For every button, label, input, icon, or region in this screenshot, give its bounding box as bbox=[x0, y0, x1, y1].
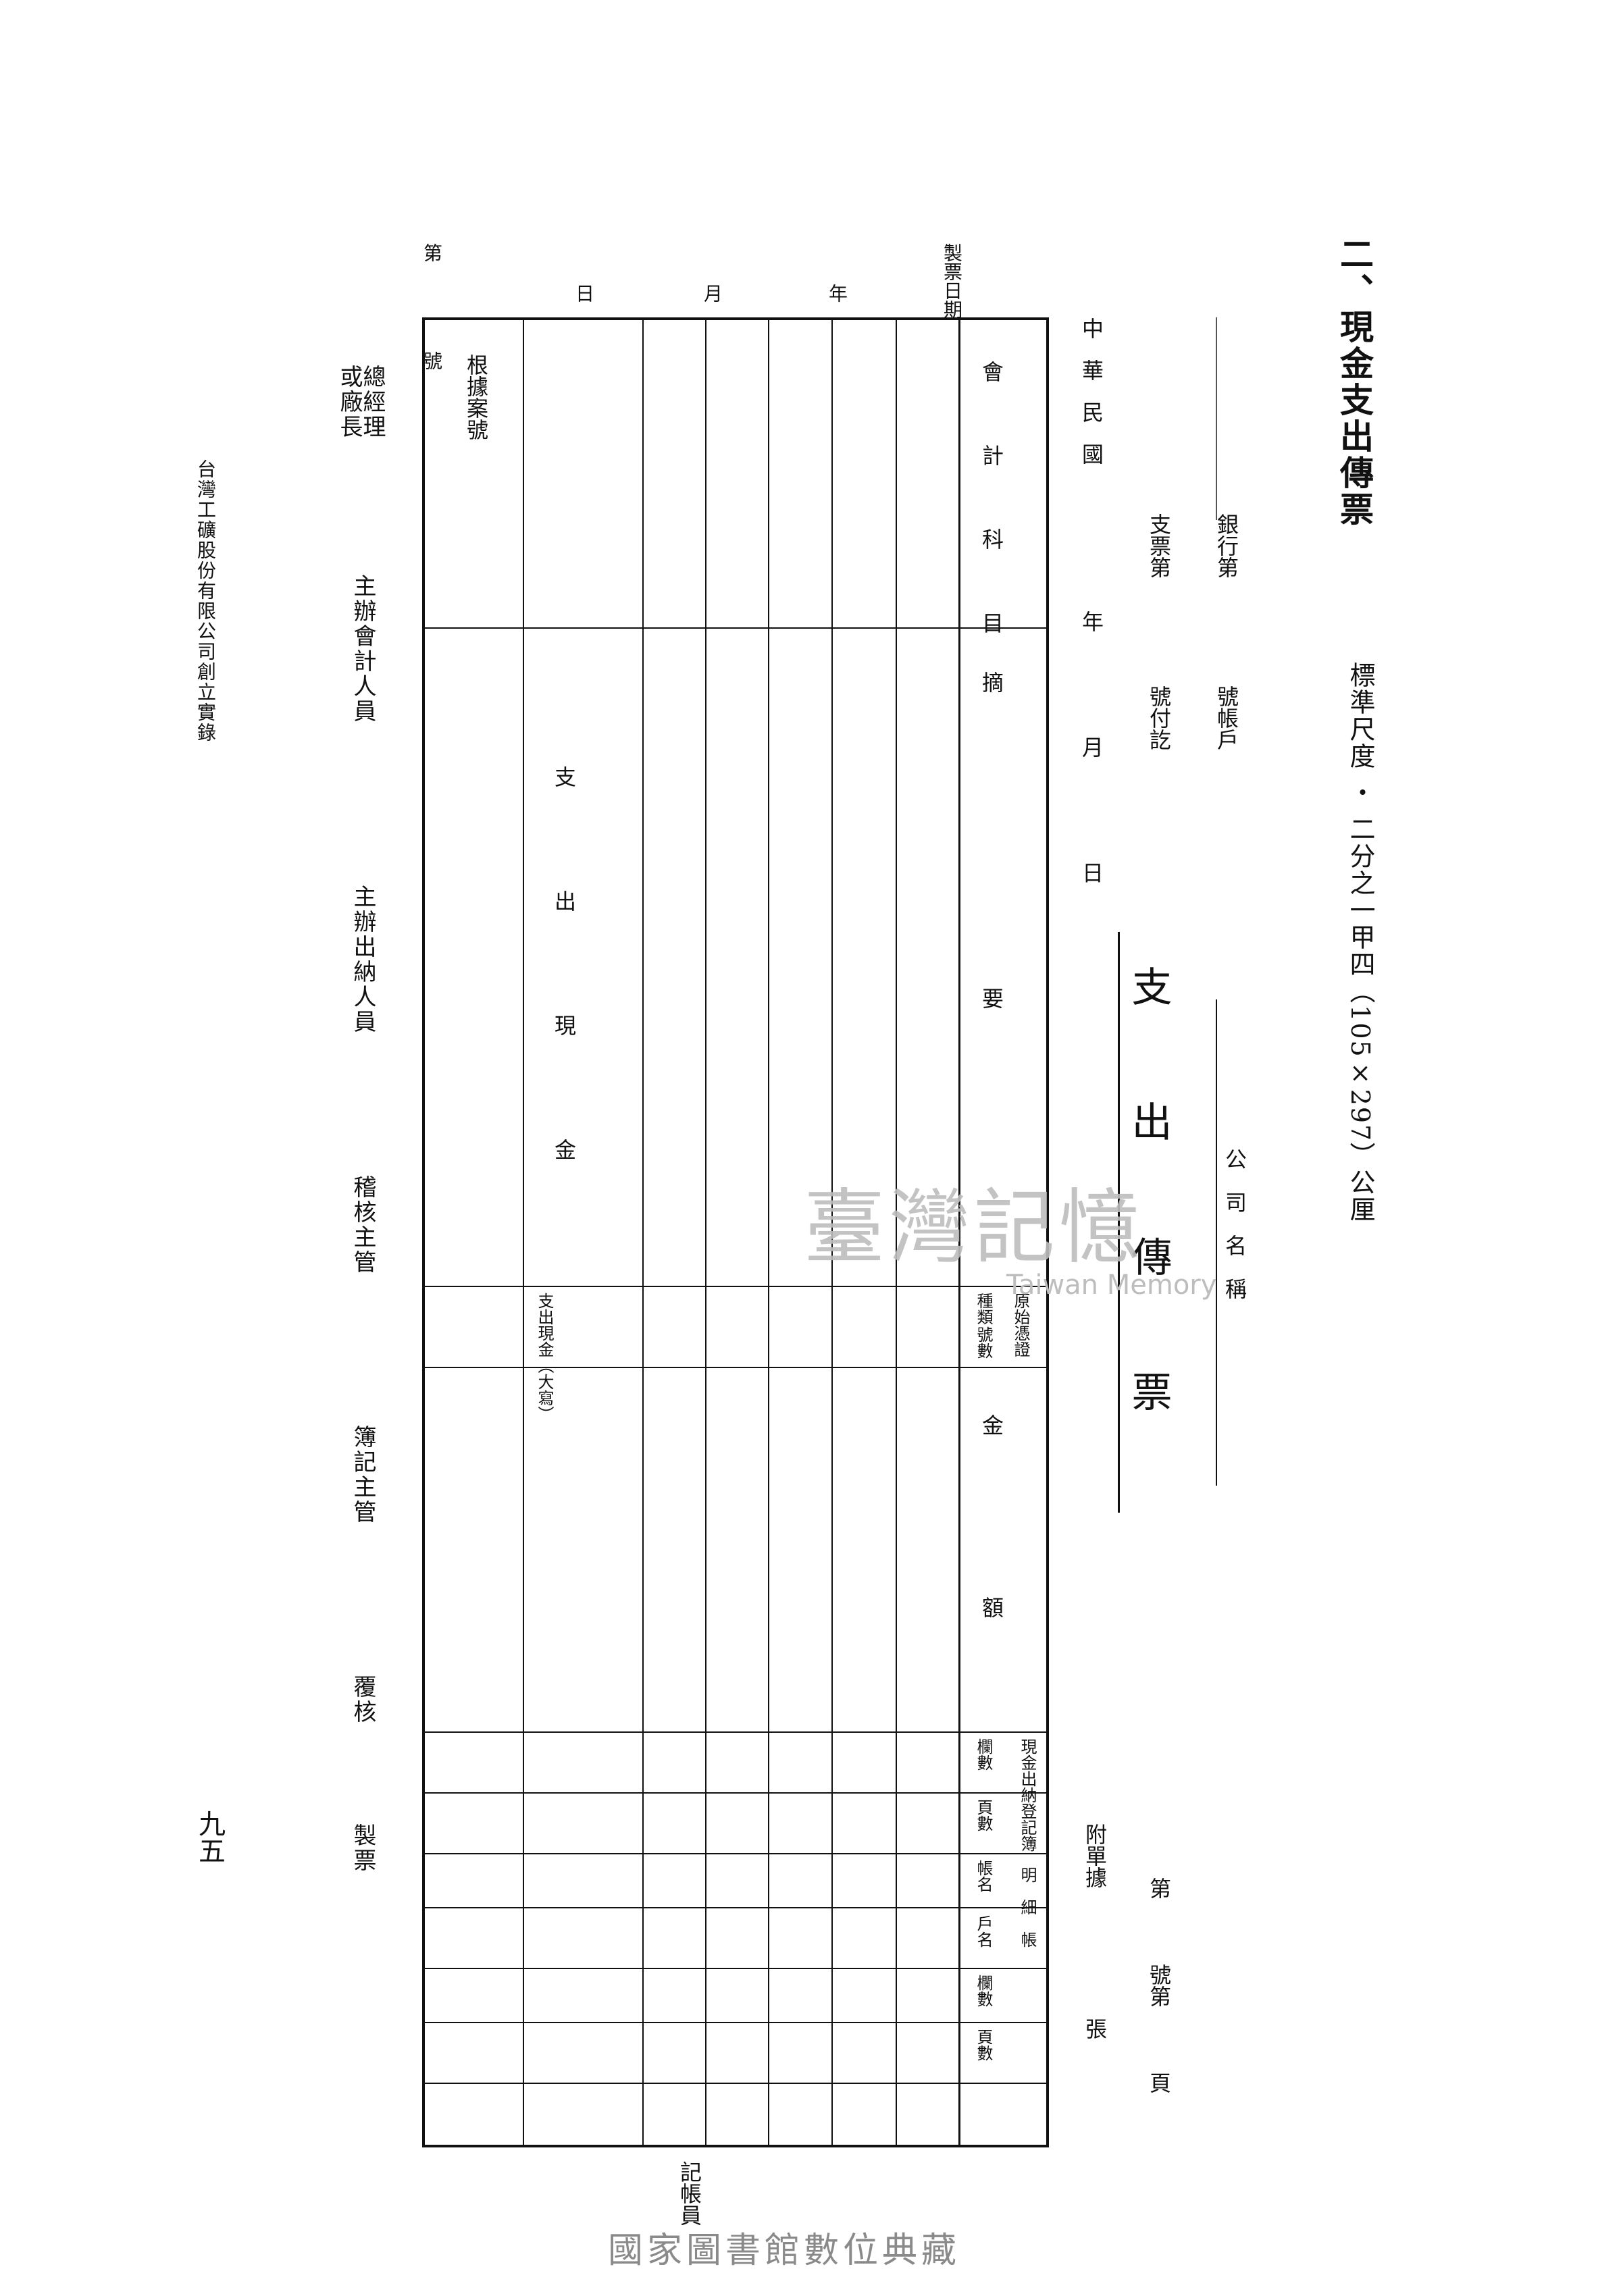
row-rule bbox=[831, 320, 833, 2145]
column-rule-sub bbox=[425, 1792, 1046, 1794]
header-household: 戶名 bbox=[974, 1915, 993, 1948]
header-detail-column: 欄數 bbox=[974, 1975, 993, 2007]
watermark-sub: Taiwan Memory bbox=[1006, 1270, 1217, 1301]
signature-audit-supervisor: 稽核主管 bbox=[349, 1175, 376, 1275]
voucher-table: 會 計 科 目 摘 要 原始憑證 種類 號數 金 額 現金出納登記簿 欄數 頁數… bbox=[422, 317, 1049, 2147]
header-ledger-page: 頁數 bbox=[974, 1799, 993, 1831]
day-label: 日 bbox=[573, 284, 595, 303]
number-label: 第 號 bbox=[421, 243, 443, 378]
column-rule-sub bbox=[425, 1853, 1046, 1854]
standard-size-note: 標準尺度 ・ 二分之一甲四（105×297）公厘 bbox=[1345, 662, 1375, 1224]
column-rule-account bbox=[425, 627, 1046, 629]
heading-rule bbox=[1118, 932, 1120, 1513]
date-line: 中華民國 年 月 日 bbox=[1079, 317, 1104, 904]
column-rule-sub bbox=[425, 2083, 1046, 2084]
signature-preparer: 製票 bbox=[349, 1823, 376, 1873]
reference-number-label: 根據案號 bbox=[463, 354, 489, 440]
form-heading: 支 出 傳 票 bbox=[1125, 966, 1172, 1438]
row-rule bbox=[642, 320, 644, 2145]
bank-rule bbox=[1216, 317, 1217, 520]
column-rule-summary bbox=[425, 1286, 1046, 1287]
company-name-rule bbox=[1216, 999, 1217, 1486]
header-amount: 金 額 bbox=[979, 1414, 1004, 1633]
column-rule-sub bbox=[425, 2022, 1046, 2023]
cheque-label: 支票第 bbox=[1146, 513, 1172, 578]
header-detail-ledger: 明 細 帳 bbox=[1018, 1867, 1037, 1948]
column-rule-amount bbox=[425, 1731, 1046, 1733]
company-name-label: 公 司 名 稱 bbox=[1222, 1148, 1247, 1299]
sheet-no-label: 第 號第 頁 bbox=[1146, 1877, 1172, 2093]
library-footer: 國家圖書館數位典藏 bbox=[608, 2230, 961, 2271]
cash-out-split bbox=[523, 627, 642, 629]
row-rule bbox=[705, 320, 706, 2145]
header-detail-page: 頁數 bbox=[974, 2029, 993, 2061]
cash-out-capital-label: 支出現金（大寫） bbox=[535, 1293, 554, 1422]
row-rule bbox=[523, 320, 524, 2145]
publisher-caption: 台灣工礦股份有限公司創立實錄 bbox=[195, 459, 217, 743]
signature-general-manager: 總經理 或廠長 bbox=[336, 365, 386, 440]
column-rule-kind bbox=[425, 1367, 1046, 1368]
payment-no-label: 號付訖 bbox=[1146, 685, 1172, 750]
header-ledger-column: 欄數 bbox=[974, 1738, 993, 1771]
header-account-name: 帳名 bbox=[974, 1860, 993, 1892]
watermark-main: 臺灣記憶 bbox=[804, 1181, 1144, 1275]
signature-reviewer: 覆核 bbox=[349, 1675, 376, 1725]
header-count: 號數 bbox=[974, 1326, 993, 1359]
signature-chief-accountant: 主辦會計人員 bbox=[349, 574, 376, 724]
signature-bookkeeping-supervisor: 簿記主管 bbox=[349, 1425, 376, 1525]
account-no-label: 號帳戶 bbox=[1214, 685, 1239, 750]
bank-label: 銀行第 bbox=[1214, 513, 1239, 578]
invoice-date-label: 製票日期 bbox=[941, 243, 963, 319]
page-number: 九五 bbox=[194, 1810, 225, 1864]
header-summary: 摘 要 bbox=[979, 671, 1004, 1022]
row-rule bbox=[896, 320, 897, 2145]
header-cash-ledger: 現金出納登記簿 bbox=[1018, 1738, 1037, 1852]
header-row-rule bbox=[958, 320, 960, 2145]
signature-chief-cashier: 主辦出納人員 bbox=[349, 885, 376, 1035]
row-rule bbox=[768, 320, 769, 2145]
column-rule-sub bbox=[425, 1907, 1046, 1908]
month-label: 月 bbox=[701, 284, 723, 303]
header-kind: 種類 bbox=[974, 1293, 993, 1325]
bookkeeper-label: 記帳員 bbox=[677, 2161, 702, 2226]
year-label: 年 bbox=[826, 284, 848, 303]
cash-out-label: 支 出 現 金 bbox=[551, 766, 577, 1201]
header-original-voucher: 原始憑證 bbox=[1011, 1293, 1030, 1357]
attachment-count-label: 附單據 張 bbox=[1082, 1823, 1108, 2039]
header-account: 會 計 科 目 bbox=[979, 361, 1004, 654]
column-rule-sub bbox=[425, 1968, 1046, 1969]
document-title: 二、現金支出傳票 bbox=[1335, 236, 1374, 528]
